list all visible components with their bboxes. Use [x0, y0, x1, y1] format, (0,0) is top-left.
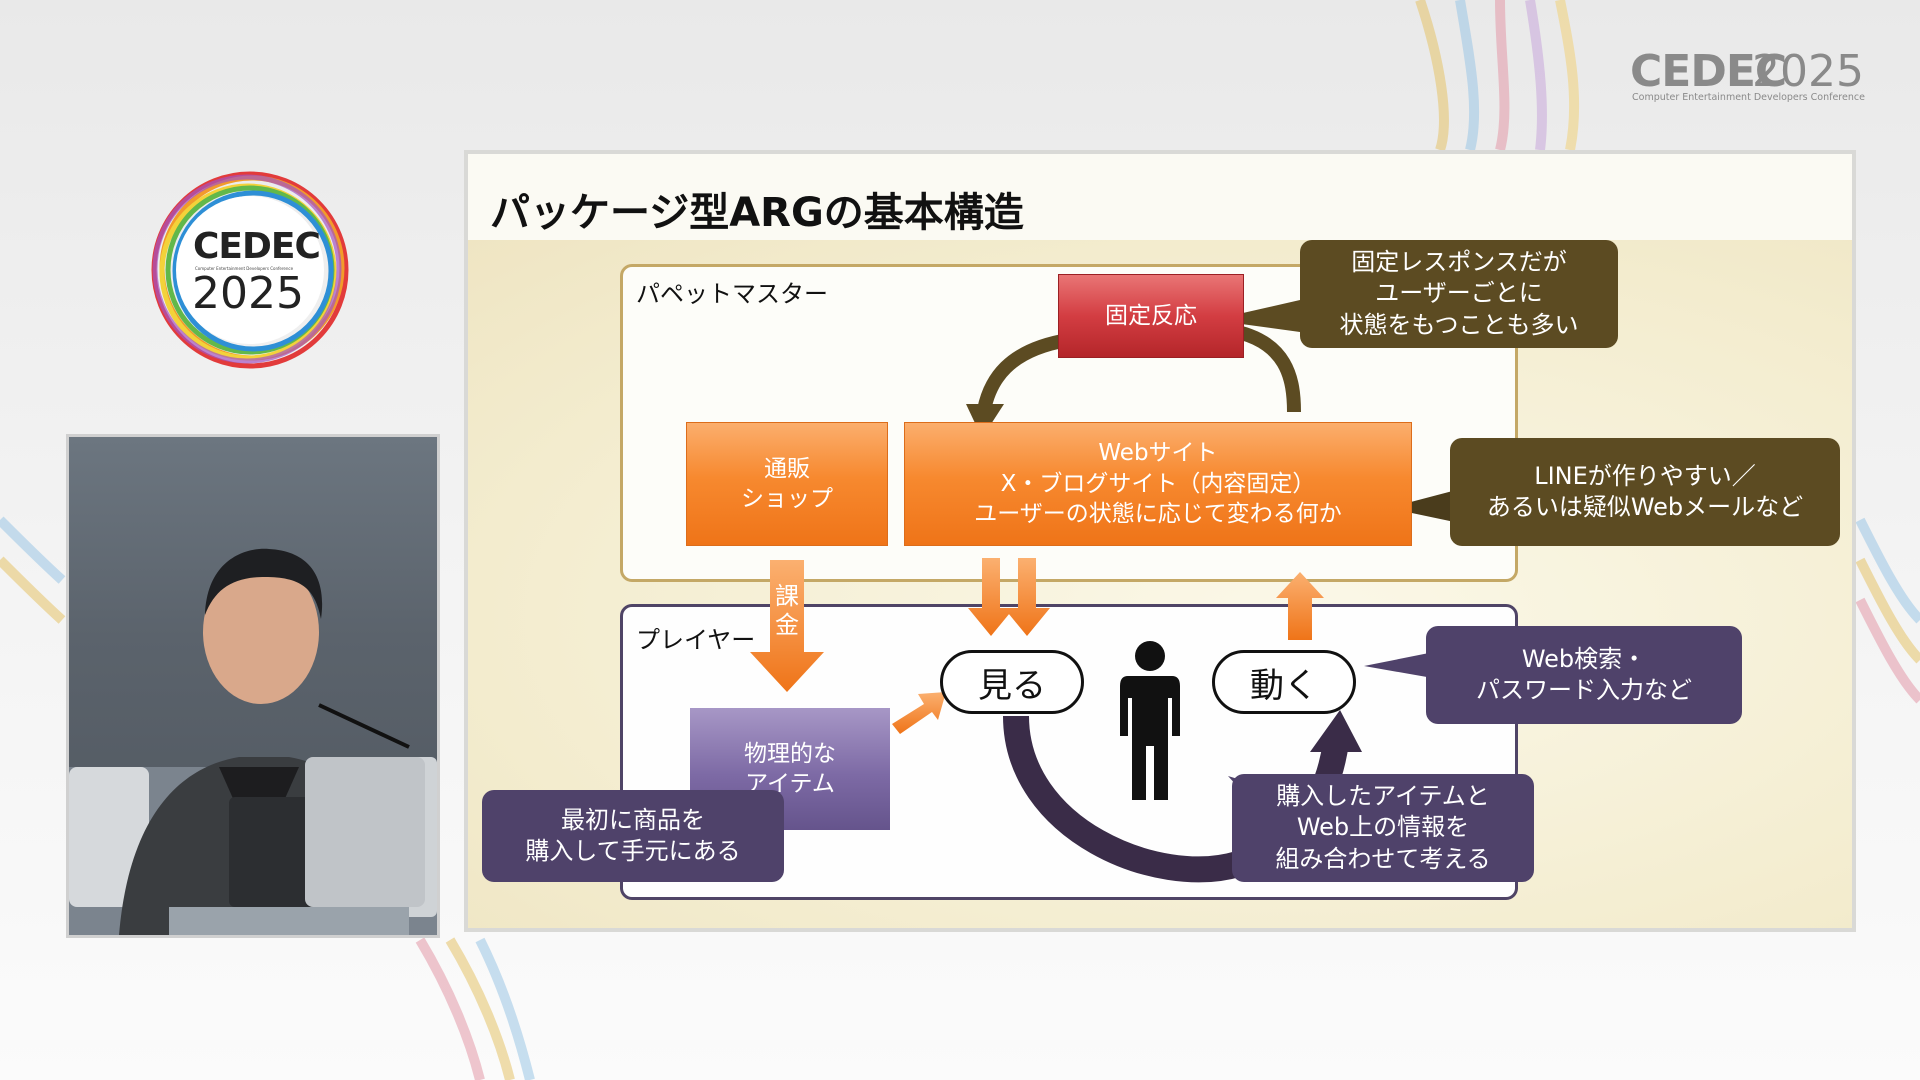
callout-combine: 購入したアイテムと Web上の情報を 組み合わせて考える	[1232, 774, 1534, 882]
colorful-ring-icon	[151, 171, 349, 369]
callout-web-search: Web検索・ パスワード入力など	[1426, 626, 1742, 724]
curve-arrow-right-icon	[1226, 323, 1301, 413]
callout-line: LINEが作りやすい／ あるいは疑似Webメールなど	[1450, 438, 1840, 546]
curve-arrow-left-head-icon	[966, 404, 1004, 438]
brand-subtitle: Computer Entertainment Developers Confer…	[1632, 92, 1865, 103]
person-icon	[1120, 641, 1180, 800]
player-label: プレイヤー	[636, 626, 756, 654]
callout-fixed-response: 固定レスポンスだが ユーザーごとに 状態をもつことも多い	[1300, 240, 1618, 348]
cedec-logo-top-right: CEDEC 2025 Computer Entertainment Develo…	[1630, 46, 1870, 106]
ring-logo-subtitle: Computer Entertainment Developers Confer…	[195, 266, 294, 271]
speaker-video-feed	[66, 434, 440, 938]
slide-title: パッケージ型ARGの基本構造	[490, 190, 1024, 236]
speaker-illustration	[69, 548, 437, 935]
cedec-ring-logo: CEDEC Computer Entertainment Developers …	[140, 160, 360, 380]
callout-first-purchase: 最初に商品を 購入して手元にある	[482, 790, 784, 882]
slide-body: パペットマスター プレイヤー	[468, 240, 1852, 928]
pointer-fixed-response	[1212, 300, 1300, 332]
puppetmaster-label: パペットマスター	[636, 280, 828, 308]
pointer-line	[1388, 488, 1464, 524]
web-to-see-arrow-2-icon	[1004, 558, 1050, 636]
pointer-web-search	[1364, 650, 1444, 680]
web-site-box: Webサイト X・ブログサイト（内容固定） ユーザーの状態に応じて変わる何か	[904, 422, 1412, 546]
move-action: 動く	[1212, 650, 1356, 714]
curve-arrow-left-icon	[977, 333, 1070, 412]
presentation-slide: パッケージ型ARGの基本構造 パペットマスター プレイヤー	[464, 150, 1856, 932]
slide-header: パッケージ型ARGの基本構造	[468, 154, 1852, 240]
see-action: 見る	[940, 650, 1084, 714]
charge-label-1: 課	[775, 582, 799, 610]
brand-word: CEDEC	[1630, 46, 1787, 97]
fixed-reaction-box: 固定反応	[1058, 274, 1244, 358]
ring-logo-year: 2025	[192, 268, 304, 319]
mail-order-shop-box: 通販 ショップ	[686, 422, 888, 546]
web-to-see-arrow-1-icon	[968, 558, 1014, 636]
move-to-web-arrow-icon	[1276, 572, 1324, 640]
charge-label: 課 金	[767, 582, 807, 640]
item-to-see-arrow-icon	[892, 692, 946, 734]
ring-logo-word: CEDEC	[193, 226, 321, 267]
charge-label-2: 金	[775, 610, 799, 639]
brand-year: 2025	[1752, 46, 1864, 97]
cycle-arrow-head-icon	[1310, 710, 1362, 752]
charge-arrow-icon	[750, 560, 824, 692]
